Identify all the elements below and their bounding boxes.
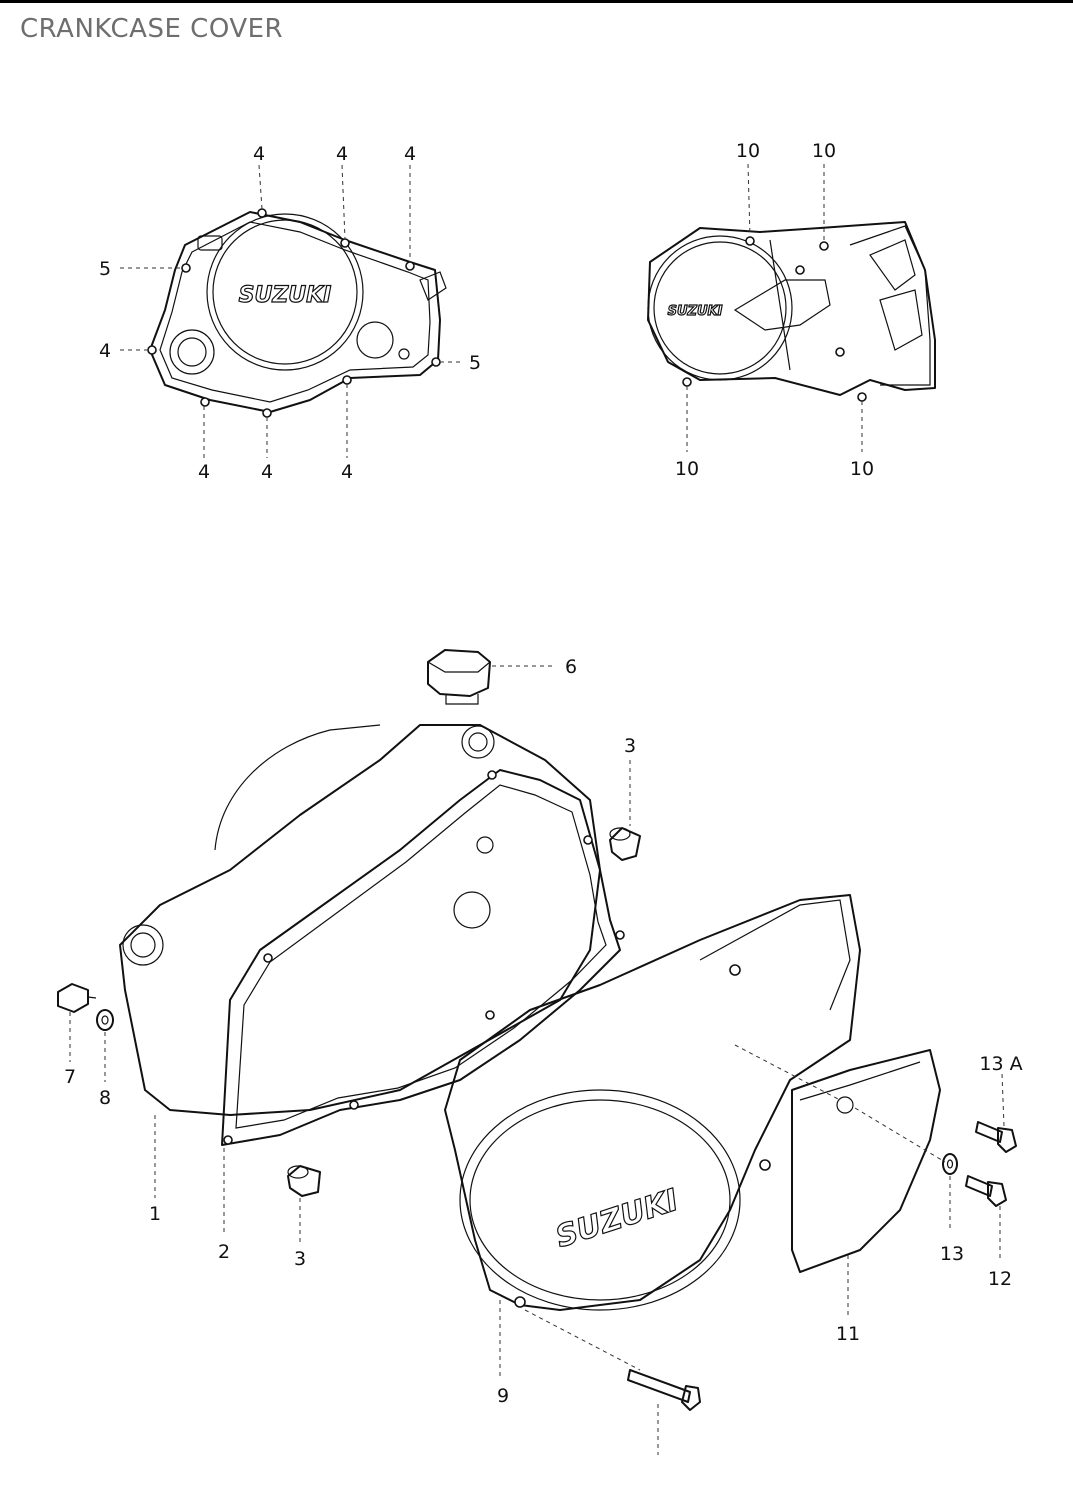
callout-4: 4 bbox=[404, 143, 416, 165]
callout-3: 3 bbox=[624, 735, 636, 757]
top-rule bbox=[0, 0, 1073, 3]
callout-3: 3 bbox=[294, 1248, 306, 1270]
callout-10: 10 bbox=[736, 140, 760, 162]
callout-5: 5 bbox=[99, 258, 111, 280]
dowel-pin-upper: 3 bbox=[609, 735, 641, 861]
callout-13: 13 bbox=[940, 1243, 964, 1265]
magneto-cover-part: SUZUKI 9 bbox=[444, 894, 861, 1407]
clutch-cover-view: SUZUKI 4 4 4 5 4 5 4 4 4 bbox=[99, 143, 481, 483]
sprocket-cover-part: 11 bbox=[734, 1044, 946, 1345]
callout-4: 4 bbox=[261, 461, 273, 483]
suzuki-logo-text: SUZUKI bbox=[552, 1183, 683, 1255]
washer-8: 8 bbox=[96, 1009, 114, 1109]
page-title: CRANKCASE COVER bbox=[20, 14, 284, 44]
long-bolt-9 bbox=[627, 1369, 701, 1455]
callout-8: 8 bbox=[99, 1087, 111, 1109]
callout-2: 2 bbox=[218, 1241, 230, 1263]
magneto-cover-view: SUZUKI 10 10 10 10 bbox=[647, 140, 936, 480]
gasket-part: 2 bbox=[218, 769, 625, 1263]
callout-11: 11 bbox=[836, 1323, 860, 1345]
callout-4: 4 bbox=[99, 340, 111, 362]
callout-4: 4 bbox=[198, 461, 210, 483]
callout-5: 5 bbox=[469, 352, 481, 374]
callout-9: 9 bbox=[497, 1385, 509, 1407]
suzuki-logo-text: SUZUKI bbox=[668, 304, 723, 319]
callout-10: 10 bbox=[812, 140, 836, 162]
exploded-view: 6 1 2 bbox=[57, 649, 1023, 1455]
callout-4: 4 bbox=[336, 143, 348, 165]
oil-filler-cap: 6 bbox=[427, 649, 577, 705]
callout-4: 4 bbox=[341, 461, 353, 483]
callout-10: 10 bbox=[675, 458, 699, 480]
callout-12: 12 bbox=[988, 1268, 1012, 1290]
callout-6: 6 bbox=[565, 656, 577, 678]
callout-13a: 13 A bbox=[979, 1053, 1022, 1075]
washer-13: 13 bbox=[940, 1153, 964, 1265]
crankcase-cover-part: 1 bbox=[119, 724, 601, 1225]
callout-10: 10 bbox=[850, 458, 874, 480]
bolt-7: 7 bbox=[57, 983, 97, 1088]
dowel-pin-lower: 3 bbox=[287, 1165, 321, 1270]
screw-13a: 13 A bbox=[975, 1053, 1023, 1153]
callout-4: 4 bbox=[253, 143, 265, 165]
callout-1: 1 bbox=[149, 1203, 161, 1225]
callout-7: 7 bbox=[64, 1066, 76, 1088]
suzuki-logo-text: SUZUKI bbox=[239, 283, 332, 308]
screw-12: 12 bbox=[965, 1175, 1012, 1290]
